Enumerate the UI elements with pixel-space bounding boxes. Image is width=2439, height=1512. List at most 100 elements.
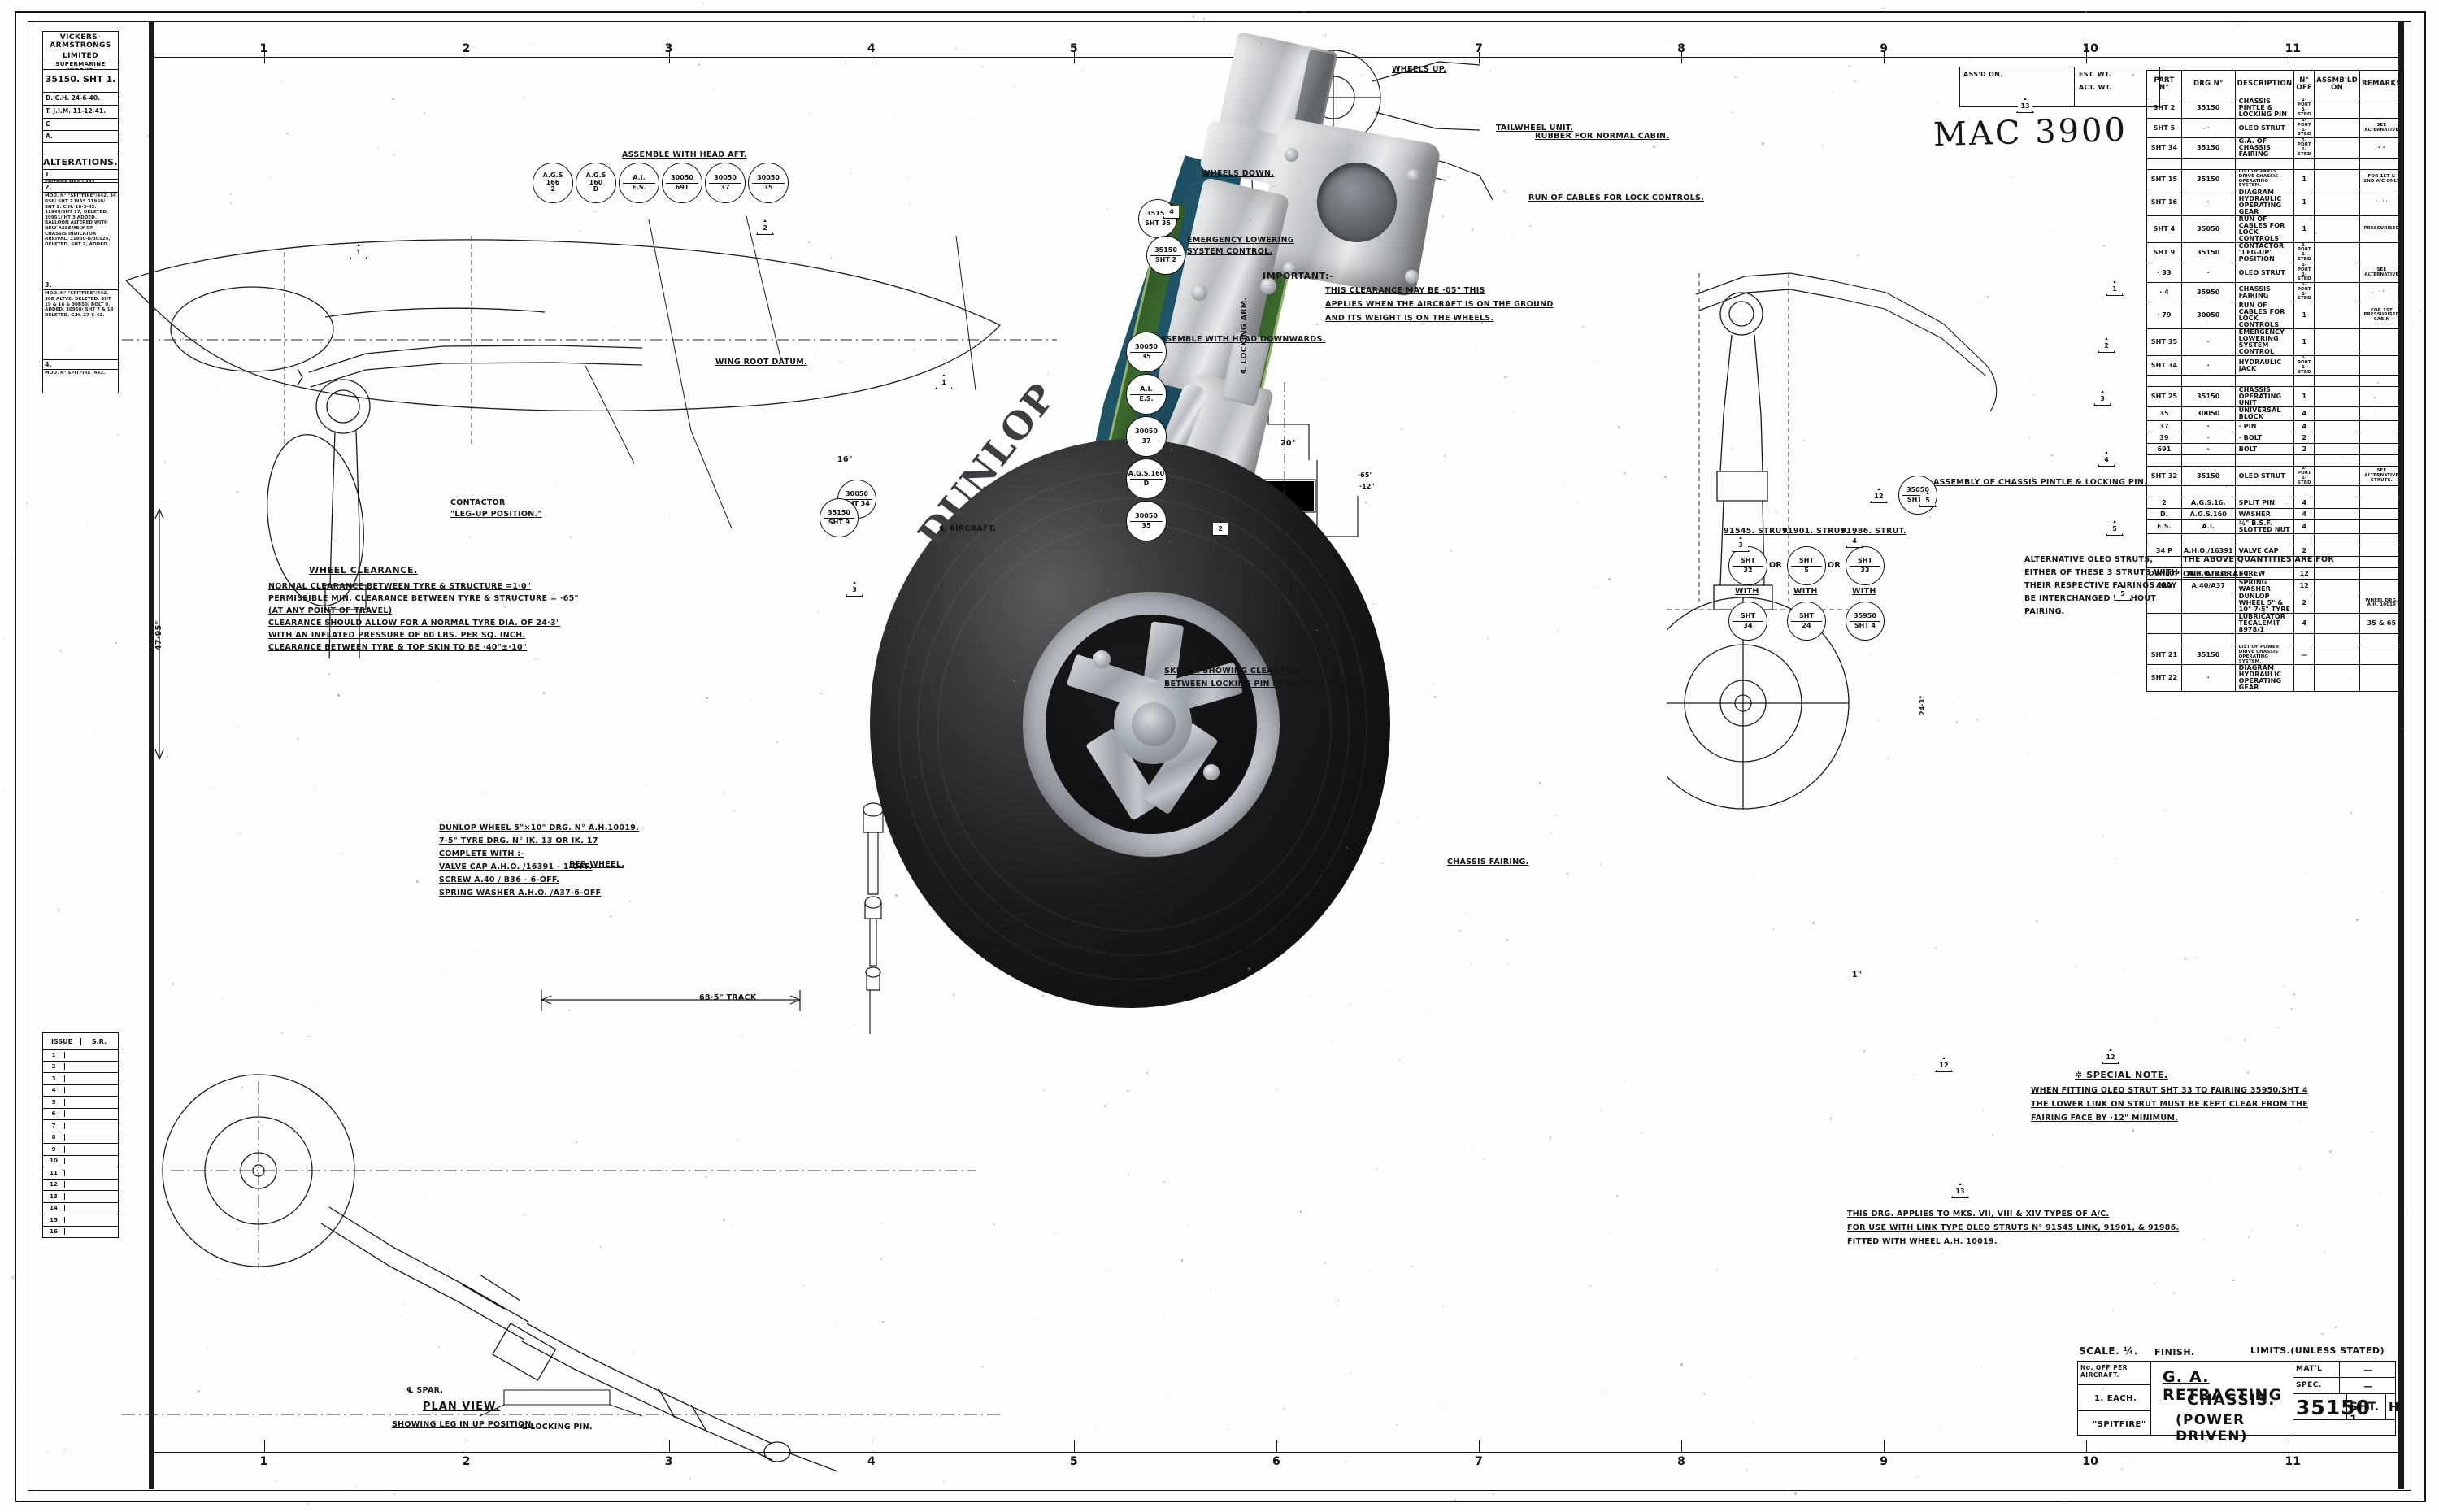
paper-speck bbox=[1442, 1403, 1446, 1406]
paper-speck bbox=[1121, 606, 1124, 609]
paper-speck bbox=[845, 63, 847, 65]
paper-speck bbox=[172, 983, 174, 985]
parts-cell-part: 39 bbox=[2146, 432, 2182, 445]
paper-speck bbox=[565, 308, 566, 310]
paper-speck bbox=[1283, 1408, 1285, 1410]
paper-speck bbox=[1249, 219, 1252, 221]
paper-speck bbox=[1775, 511, 1777, 514]
balloon-top: SHT bbox=[1799, 557, 1814, 565]
parts-cell-rem bbox=[2359, 485, 2404, 498]
paper-speck bbox=[307, 1035, 310, 1037]
paper-speck bbox=[580, 1151, 582, 1153]
parts-table-header-4: ASSMB'LD ON bbox=[2314, 70, 2361, 98]
balloon-mid-1[interactable]: A.I.E.S. bbox=[1126, 374, 1167, 415]
parts-cell-assm bbox=[2314, 567, 2361, 580]
parts-cell-drg: · bbox=[2180, 328, 2236, 357]
paper-speck bbox=[1986, 295, 1989, 298]
paper-speck bbox=[1042, 995, 1044, 997]
paper-speck bbox=[2267, 85, 2269, 86]
parts-cell-off: 1-PORT 1-STBD bbox=[2293, 137, 2315, 159]
paper-speck bbox=[1868, 654, 1870, 656]
paper-speck bbox=[2229, 1039, 2231, 1041]
parts-cell-off: 1 bbox=[2293, 215, 2315, 244]
parts-cell-off bbox=[2293, 664, 2315, 693]
note-dunlop-wheel-5: SPRING WASHER A.H.O. /A37-6-OFF bbox=[439, 889, 602, 897]
parts-cell-assm bbox=[2314, 485, 2361, 498]
paper-speck bbox=[47, 1198, 49, 1200]
grid-tick-bottom-3 bbox=[668, 1440, 670, 1452]
balloon-top: 35150 bbox=[828, 509, 850, 517]
dim-angle-20: 20° bbox=[1280, 439, 1296, 448]
parts-cell-part: SHT 21 bbox=[2146, 645, 2182, 666]
parts-cell-part: SHT 35 bbox=[2146, 328, 2182, 357]
parts-cell-rem bbox=[2359, 497, 2404, 510]
parts-cell-rem bbox=[2359, 545, 2404, 558]
sheet-ref: 35150. SHT 1. bbox=[45, 74, 116, 85]
paper-speck bbox=[355, 1486, 357, 1488]
balloon-bottom: E.S. bbox=[1129, 393, 1163, 402]
note-wheels-up: WHEELS UP. bbox=[1392, 65, 1447, 74]
parts-cell-desc: ¾" B.S.F. SLOTTED NUT bbox=[2234, 519, 2295, 535]
parts-cell-rem bbox=[2359, 328, 2404, 357]
paper-speck bbox=[1727, 289, 1730, 292]
paper-speck bbox=[62, 1169, 64, 1171]
checked-c: C bbox=[46, 120, 50, 128]
parts-cell-rem bbox=[2359, 406, 2404, 422]
alteration-item-2: 2.MOD. N° "SPITFIRE"/442. 34 BSF/ SHT 2 … bbox=[42, 182, 119, 281]
paper-speck bbox=[1260, 43, 1263, 45]
paper-speck bbox=[504, 606, 506, 608]
paper-speck bbox=[424, 111, 426, 114]
paper-speck bbox=[1529, 224, 1532, 227]
paper-speck bbox=[535, 658, 537, 660]
paper-speck bbox=[254, 892, 255, 893]
balloon-line2: 166 bbox=[546, 178, 560, 186]
paper-speck bbox=[1081, 71, 1083, 72]
paper-speck bbox=[2103, 245, 2105, 247]
parts-cell-drg: 35150 bbox=[2180, 169, 2236, 190]
paper-speck bbox=[1970, 59, 1972, 60]
parts-cell-off: 1 bbox=[2293, 302, 2315, 330]
paper-speck bbox=[1779, 803, 1781, 806]
parts-cell-drg bbox=[2180, 533, 2236, 546]
balloon-top-2[interactable]: A.I.E.S. bbox=[619, 163, 659, 203]
paper-speck bbox=[2296, 1224, 2298, 1227]
paper-speck bbox=[2263, 610, 2265, 614]
paper-speck bbox=[467, 536, 471, 539]
paper-speck bbox=[485, 792, 488, 794]
paper-speck bbox=[2219, 428, 2221, 430]
alterations-header-box: ALTERATIONS. bbox=[42, 154, 119, 171]
paper-speck bbox=[2075, 966, 2078, 968]
paper-speck bbox=[981, 1365, 984, 1368]
paper-speck bbox=[1446, 175, 1450, 178]
paper-speck bbox=[1511, 237, 1513, 239]
mat-value: — bbox=[2363, 1365, 2373, 1375]
paper-speck bbox=[115, 642, 117, 645]
paper-speck bbox=[323, 362, 326, 364]
paper-speck bbox=[391, 806, 393, 808]
issue-row-number-3: 3 bbox=[43, 1075, 65, 1082]
paper-speck bbox=[1107, 590, 1109, 592]
issue-row-4: 4 bbox=[43, 1084, 118, 1097]
paper-speck bbox=[1203, 18, 1206, 20]
company-name-box: VICKERS-ARMSTRONGS LIMITED bbox=[42, 31, 119, 60]
paper-speck bbox=[2164, 810, 2166, 811]
parts-cell-part: · 79 bbox=[2146, 302, 2182, 330]
